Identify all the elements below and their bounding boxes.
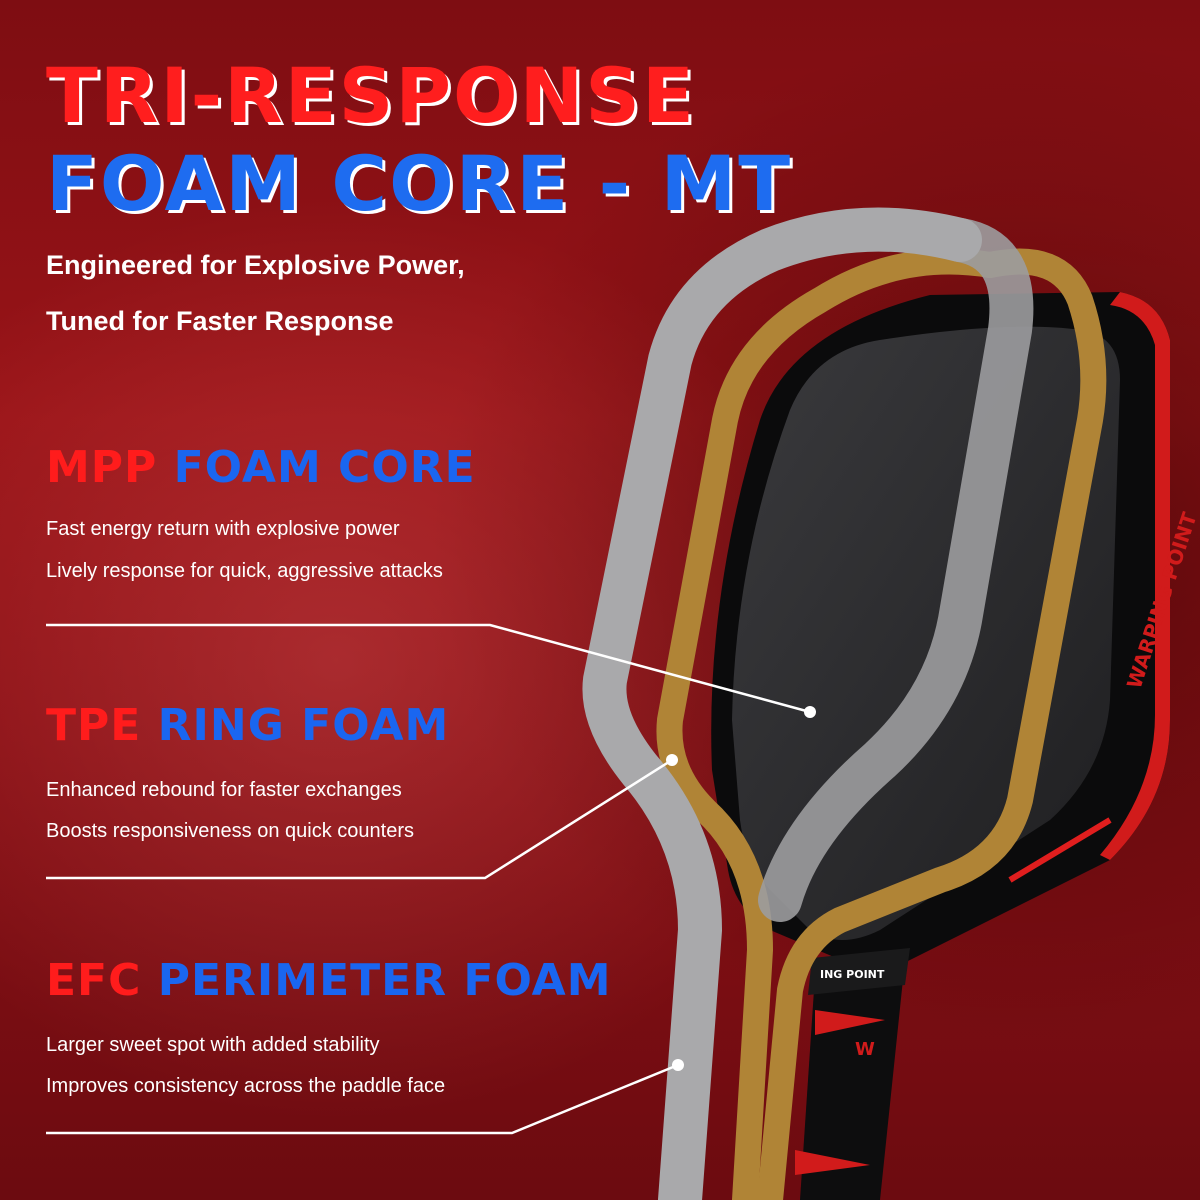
efc-perimeter-foam-front [582, 207, 982, 1200]
section-mpp-title-red: MPP [46, 442, 158, 493]
handle-collar [808, 948, 910, 995]
section-efc-line-1: Larger sweet spot with added stability [46, 1034, 380, 1056]
edge-accent-stripe [1008, 817, 1112, 883]
section-mpp-title-blue: FOAM CORE [173, 442, 476, 493]
collar-brand-text: ING POINT [820, 968, 885, 981]
tpe-ring-foam-front [656, 248, 1003, 1200]
section-efc-title: EFC PERIMETER FOAM [46, 955, 612, 1006]
tpe-ring-foam-back [757, 248, 1107, 1200]
section-tpe-title: TPE RING FOAM [46, 700, 449, 751]
section-efc-title-red: EFC [46, 955, 142, 1006]
callout-tpe [46, 758, 673, 880]
callout-mpp [46, 623, 811, 714]
handle-mark-text: W [855, 1039, 875, 1060]
section-tpe-line-1: Enhanced rebound for faster exchanges [46, 779, 402, 801]
headline-line-1: TRI-RESPONSE [46, 51, 696, 140]
callout-lines [46, 623, 811, 1135]
subtitle-line-2: Tuned for Faster Response [46, 306, 394, 336]
callout-dot-tpe [666, 754, 678, 766]
section-mpp-line-2: Lively response for quick, aggressive at… [46, 560, 443, 582]
section-tpe-line-2: Boosts responsiveness on quick counters [46, 820, 414, 842]
section-efc-line-2: Improves consistency across the paddle f… [46, 1075, 446, 1097]
handle-red-arrow [815, 1010, 885, 1035]
paddle-handle: ING POINT W [795, 948, 910, 1200]
headline-line-2: FOAM CORE - MT [46, 139, 793, 228]
paddle-red-edge [1100, 292, 1170, 860]
section-tpe-title-blue: RING FOAM [157, 700, 450, 751]
section-efc-title-blue: PERIMETER FOAM [157, 955, 612, 1006]
subtitle-line-1: Engineered for Explosive Power, [46, 250, 465, 280]
callout-dot-efc [672, 1059, 684, 1071]
section-mpp-title: MPP FOAM CORE [46, 442, 476, 493]
handle-red-arrow-2 [795, 1150, 870, 1175]
section-mpp-line-1: Fast energy return with explosive power [46, 518, 400, 540]
callout-efc [46, 1063, 679, 1135]
callout-dot-mpp [804, 706, 816, 718]
callout-dots [666, 706, 816, 1071]
section-tpe-title-red: TPE [46, 700, 142, 751]
efc-perimeter-foam-back [758, 218, 1034, 922]
